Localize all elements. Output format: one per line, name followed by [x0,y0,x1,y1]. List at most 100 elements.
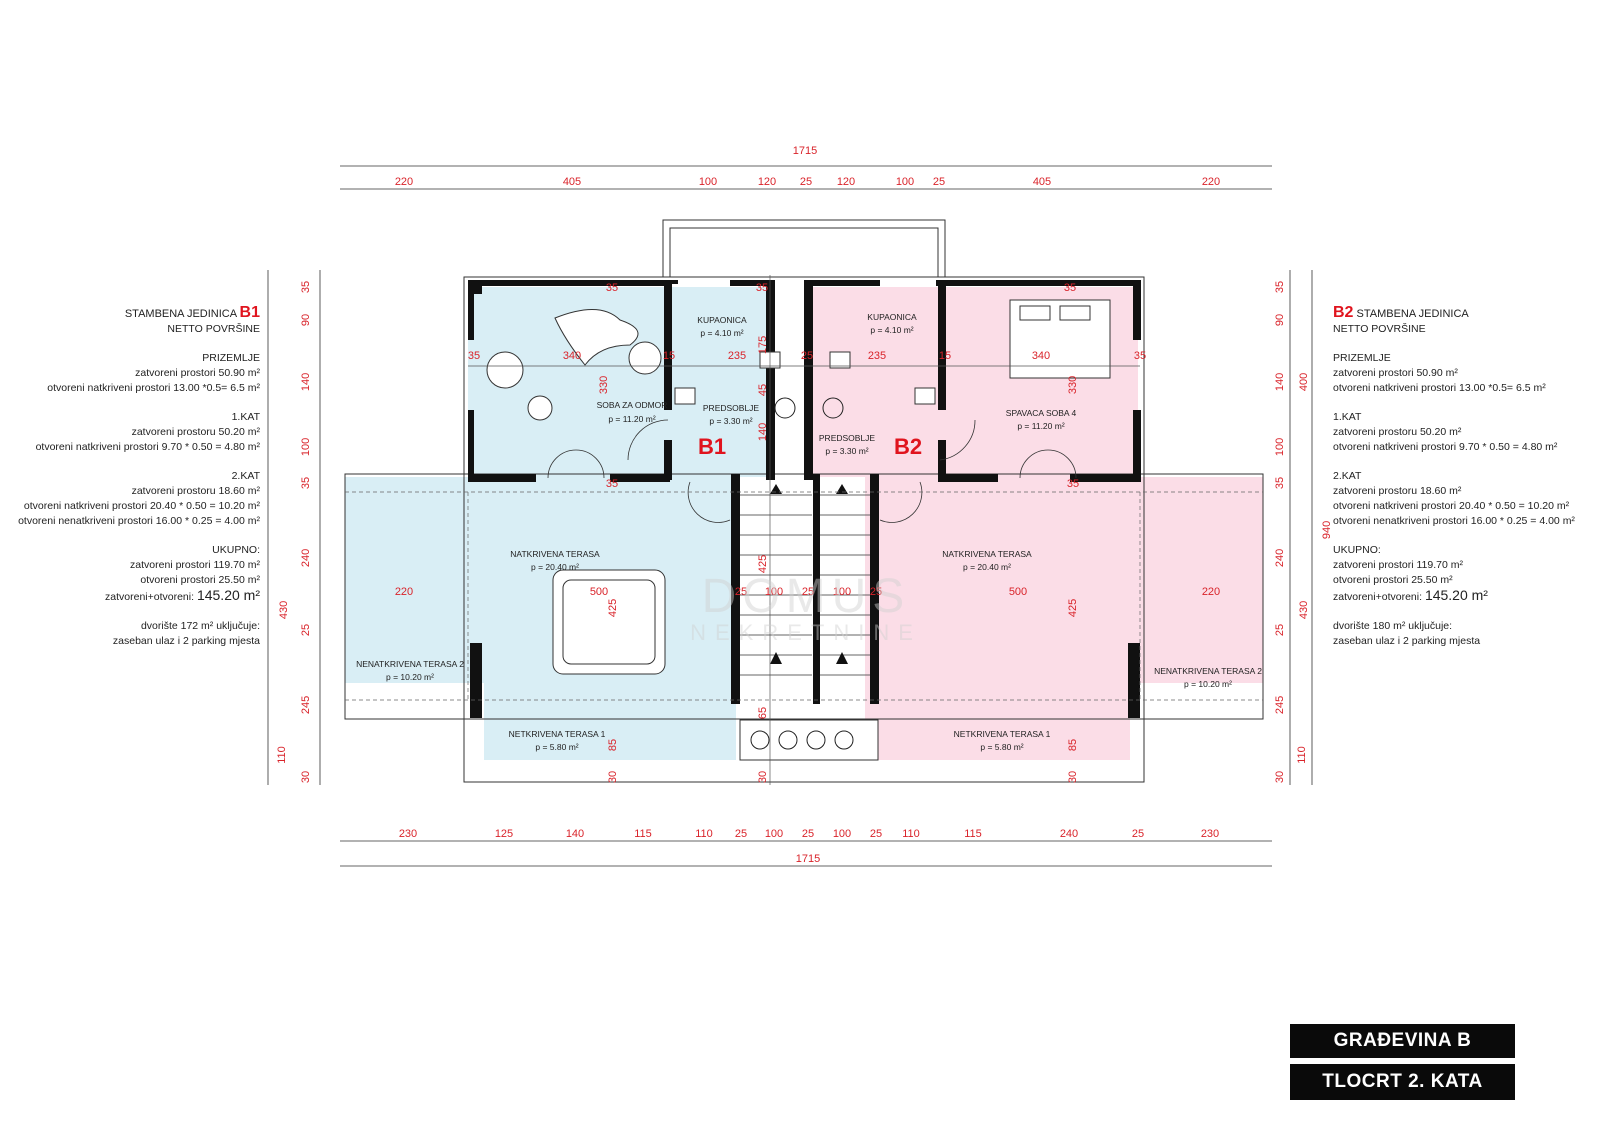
stair-arrow-icon [836,652,848,664]
dim-interior: 500 [590,586,608,598]
armchair [486,351,524,389]
b2-line: otvoreni natkriveni prostori 20.40 * 0.5… [1333,500,1570,512]
dim-bottom: 25 [735,828,747,840]
room-name: NENATKRIVENA TERASA 2 [1154,666,1262,676]
room-name: NENATKRIVENA TERASA 2 [356,659,464,669]
stairs [740,494,870,676]
dim-top: 120 [758,176,776,188]
b1-total: zatvoreni+otvoreni: 145.20 m² [105,587,260,604]
dim-bottom: 25 [802,828,814,840]
dim-right: 90 [1274,314,1286,326]
b2-line: zatvoreni prostoru 18.60 m² [1333,485,1462,497]
toilet [674,387,696,405]
pouf [628,341,662,375]
dim-right: 35 [1274,477,1286,489]
b2-line: otvoreni prostori 25.50 m² [1333,574,1453,586]
room-area: p = 3.30 m² [825,446,868,456]
dim-right: 245 [1274,696,1286,714]
dim-left: 245 [300,696,312,714]
dim-right: 100 [1274,438,1286,456]
dim-interior: 15 [663,350,675,362]
dim-left: 35 [300,281,312,293]
top-balcony-inner [669,227,939,278]
room-name: PREDSOBLJE [819,433,876,443]
dim-interior: 425 [607,599,619,617]
room-name: KUPAONICA [867,312,917,322]
dim-right: 110 [1296,746,1308,764]
dim-interior: 330 [1067,376,1079,394]
dim-interior: 25 [735,586,747,598]
dim-bottom: 125 [495,828,513,840]
b2-line: zatvoreni prostori 119.70 m² [1333,559,1463,571]
room-area: p = 5.80 m² [980,742,1023,752]
dim-interior: 330 [598,376,610,394]
watermark-logo: DOMUS [702,570,911,623]
b2-ukupno: UKUPNO: [1333,544,1381,556]
dim-interior: 35 [756,282,768,294]
planter-box [739,719,879,761]
b1-line: otvoreni nenatkriveni prostori 16.00 * 0… [18,515,260,527]
dim-left: 110 [276,746,288,764]
dim-interior: 25 [870,586,882,598]
dim-left: 140 [300,373,312,391]
dim-bottom: 100 [765,828,783,840]
dim-left: 25 [300,624,312,636]
dim-top: 405 [1033,176,1051,188]
b1-kat2: 2.KAT [231,470,260,482]
sink [829,351,851,369]
b1-subtitle: NETTO POVRŠINE [167,323,260,335]
b2-line: zatvoreni prostoru 50.20 m² [1333,426,1462,438]
dim-bottom: 140 [566,828,584,840]
b1-terrace1-fill [484,683,736,760]
dim-interior: 220 [395,586,413,598]
dashed-lines [345,491,1263,701]
dim-interior: 100 [833,586,851,598]
room-area: p = 20.40 m² [963,562,1011,572]
b1-line: zatvoreni prostoru 50.20 m² [131,426,260,438]
room-area: p = 5.80 m² [535,742,578,752]
dim-interior: 425 [1067,599,1079,617]
dim-bottom: 115 [634,828,652,840]
dim-interior: 35 [468,350,480,362]
plant-icon [750,397,854,750]
dim-interior: 340 [563,350,581,362]
jacuzzi-inner [562,579,656,665]
dim-right: 30 [1274,771,1286,783]
dim-interior: 35 [606,282,618,294]
dim-interior: 140 [757,423,769,441]
b1-title: STAMBENA JEDINICA B1 [124,304,260,321]
dim-top: 220 [1202,176,1220,188]
b2-title: B2 STAMBENA JEDINICA [1333,304,1469,321]
dim-interior: 85 [1067,739,1079,751]
b1-line: zatvoreni prostori 50.90 m² [135,367,260,379]
watermark-logo-sub: NEKRETNINE [690,620,922,645]
b1-area-summary: STAMBENA JEDINICA B1 NETTO POVRŠINE PRIZ… [0,305,260,649]
dim-interior: 25 [802,586,814,598]
room-name: NATKRIVENA TERASA [942,549,1032,559]
dim-interior: 15 [939,350,951,362]
b2-yard: dvorište 180 m² uključuje: [1333,620,1453,632]
dim-right: 25 [1274,624,1286,636]
door-swings [547,419,1077,523]
b1-yard: zaseban ulaz i 2 parking mjesta [112,635,260,647]
walls [468,280,1141,718]
b2-prizemlje: PRIZEMLJE [1333,352,1391,364]
dim-interior: 235 [868,350,886,362]
dim-left: 35 [300,477,312,489]
chair [527,395,553,421]
b1-line: otvoreni natkriveni prostori 9.70 * 0.50… [35,441,260,453]
dim-interior: 340 [1032,350,1050,362]
b2-subtitle: NETTO POVRŠINE [1333,323,1426,335]
dim-bottom: 230 [399,828,417,840]
dim-interior: 500 [1009,586,1027,598]
dim-bottom-total: 1715 [796,853,820,865]
dim-interior: 100 [765,586,783,598]
room-area: p = 20.40 m² [531,562,579,572]
b2-line: otvoreni natkriveni prostori 9.70 * 0.50… [1333,441,1558,453]
room-area: p = 4.10 m² [700,328,743,338]
b2-line: zatvoreni prostori 50.90 m² [1333,367,1458,379]
dim-bottom: 25 [1132,828,1144,840]
dim-interior: 45 [757,384,769,396]
sofa [554,309,639,366]
